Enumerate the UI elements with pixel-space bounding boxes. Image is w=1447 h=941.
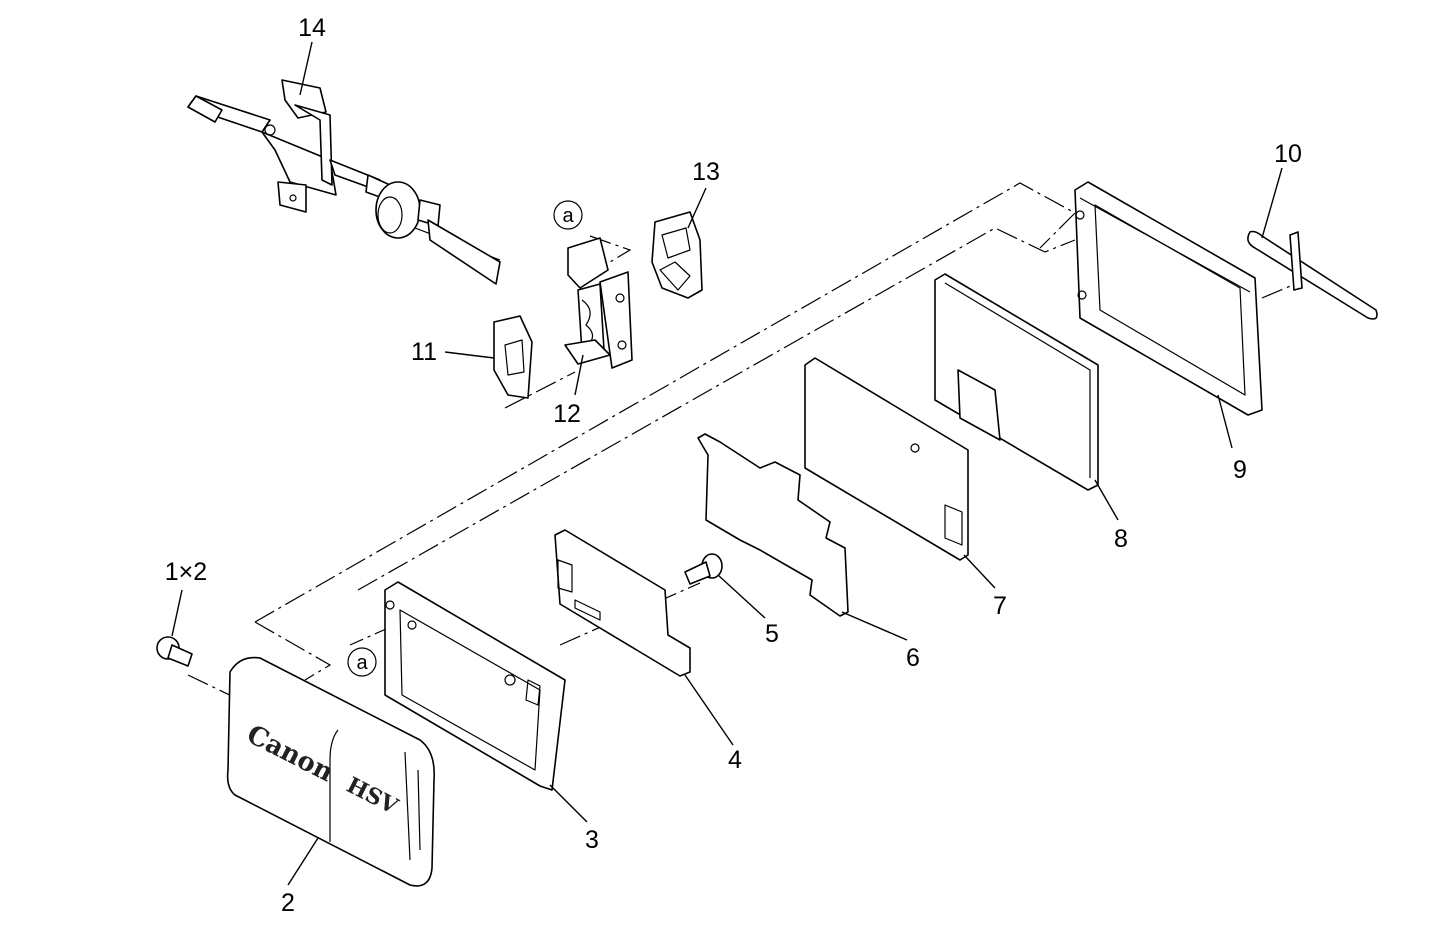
leader-lines — [171, 41, 1283, 886]
callout-12: 12 — [553, 400, 581, 428]
callout-5: 5 — [765, 620, 779, 648]
callout-3: 3 — [585, 826, 599, 854]
reference-mark-upper: a — [553, 200, 583, 230]
part-3-rear-frame — [384, 581, 566, 791]
part-4-bracket — [554, 529, 691, 677]
callout-labels: 14 13 10 11 12 9 8 7 6 5 4 3 2 1×2 — [165, 14, 1302, 917]
callout-10: 10 — [1274, 140, 1302, 168]
part-7-board — [804, 357, 969, 561]
callout-7: 7 — [993, 592, 1007, 620]
callout-6: 6 — [906, 644, 920, 672]
callout-11: 11 — [411, 338, 437, 366]
callout-13: 13 — [692, 158, 720, 186]
callout-9: 9 — [1233, 456, 1247, 484]
callout-14: 14 — [298, 14, 326, 42]
part-8-lcd-panel — [934, 273, 1099, 491]
part-12-hinge-unit — [564, 237, 633, 369]
part-11-hinge-cover-small — [493, 315, 533, 399]
part-1-screw — [156, 636, 193, 667]
callout-4: 4 — [728, 746, 742, 774]
part-13-hinge-cover — [651, 211, 703, 299]
part-10-strip — [1247, 230, 1378, 320]
part-9-lcd-frame — [1074, 181, 1263, 416]
callout-8: 8 — [1114, 525, 1128, 553]
part-14-flex-cable — [187, 79, 501, 285]
part-2-front-cover: Canon HSV — [226, 656, 436, 887]
svg-text:a: a — [356, 652, 368, 674]
part-6-sheet — [697, 433, 849, 617]
reference-mark-lower: a — [347, 647, 377, 677]
callout-2: 2 — [281, 889, 295, 917]
callout-1: 1×2 — [165, 558, 207, 586]
part-5-screw — [684, 553, 723, 585]
svg-text:a: a — [562, 205, 574, 227]
